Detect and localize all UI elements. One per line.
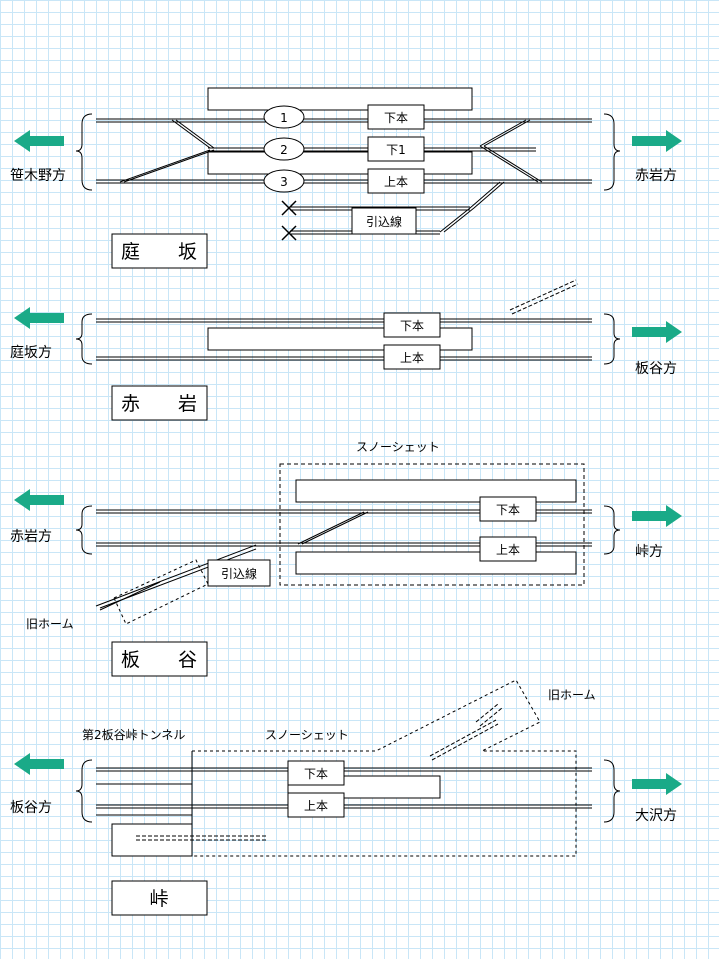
platform-label: 下本 <box>384 111 408 125</box>
right-arrow-icon <box>632 773 682 795</box>
platform-label: 下1 <box>386 143 406 157</box>
station-name-box: 庭 坂 <box>111 233 208 269</box>
platform-label: 上本 <box>384 175 408 189</box>
section-itaya: 赤岩方 峠方 スノーシェット 旧ホーム 下本 上本 <box>10 440 682 677</box>
snowshed-outline <box>192 679 577 857</box>
station-name: 庭 坂 <box>121 241 197 263</box>
platform-label-box: 下1 <box>367 136 425 162</box>
track-number-label: 1 <box>280 111 288 125</box>
station-name: 峠 <box>149 888 168 910</box>
right-arrow-icon <box>632 130 682 152</box>
track-number-label: 2 <box>280 143 288 157</box>
old-platform-label: 旧ホーム <box>548 688 596 702</box>
right-arrow-icon <box>632 321 682 343</box>
top-platform <box>207 87 473 111</box>
crossovers <box>119 119 543 233</box>
platform-label: 上本 <box>304 799 328 813</box>
snowshed-outline <box>279 463 585 586</box>
track-end-marks <box>281 200 297 241</box>
old-platform-outline <box>113 559 209 625</box>
removed-track-dashed <box>509 279 579 315</box>
station-name-box: 峠 <box>111 880 208 916</box>
platform-label-box: 下本 <box>479 496 537 522</box>
right-direction-label: 赤岩方 <box>635 168 677 184</box>
section-toge: 板谷方 大沢方 第2板谷峠トンネル スノーシェット 旧ホーム 下本 <box>10 679 682 916</box>
left-brace <box>75 113 93 191</box>
platform-label-box: 下本 <box>383 312 441 338</box>
siding-label-box: 引込線 <box>207 559 271 587</box>
down-main-track <box>96 318 592 323</box>
platform-label: 上本 <box>496 543 520 557</box>
left-brace <box>75 313 93 365</box>
right-direction-label: 峠方 <box>635 544 663 560</box>
right-arrow-icon <box>632 505 682 527</box>
platform-label: 上本 <box>400 351 424 365</box>
right-brace <box>603 113 621 191</box>
crossover <box>297 511 369 545</box>
platform-label: 下本 <box>496 503 520 517</box>
platform-label-box: 上本 <box>287 792 345 818</box>
left-arrow-icon <box>14 753 64 775</box>
section-akaiwa: 庭坂方 板谷方 下本 上本 赤 岩 <box>10 279 682 421</box>
removed-track-dashed <box>136 703 503 841</box>
siding-label: 引込線 <box>366 214 402 229</box>
left-arrow-icon <box>14 307 64 329</box>
left-direction-label: 板谷方 <box>10 800 52 816</box>
right-direction-label: 板谷方 <box>635 361 677 377</box>
siding-label-box: 引込線 <box>351 207 417 235</box>
platform-label-box: 上本 <box>383 344 441 370</box>
right-brace <box>603 313 621 365</box>
left-direction-label: 笹木野方 <box>10 168 66 184</box>
left-brace <box>75 759 93 823</box>
station-name: 赤 岩 <box>121 393 197 415</box>
old-platform-label: 旧ホーム <box>26 617 74 631</box>
track-number-1: 1 <box>263 105 305 129</box>
platform-label-box: 上本 <box>479 536 537 562</box>
right-brace <box>603 759 621 823</box>
siding-track <box>95 544 257 611</box>
tunnel-label: 第2板谷峠トンネル <box>82 727 185 742</box>
left-brace <box>75 505 93 555</box>
track-1 <box>96 118 592 123</box>
left-arrow-icon <box>14 489 64 511</box>
station-name-box: 赤 岩 <box>111 385 208 421</box>
station-name: 板 谷 <box>121 649 197 671</box>
track-3 <box>96 179 592 184</box>
right-direction-label: 大沢方 <box>635 808 677 824</box>
track-number-3: 3 <box>263 169 305 193</box>
left-direction-label: 赤岩方 <box>10 529 52 545</box>
section-niwasaka: 笹木野方 赤岩方 1 <box>10 87 682 269</box>
snowshed-label: スノーシェット <box>356 440 440 454</box>
middle-platform <box>207 151 473 175</box>
platform-label-box: 下本 <box>367 104 425 130</box>
platform-label-box: 下本 <box>287 760 345 786</box>
left-arrow-icon <box>14 130 64 152</box>
station-name-box: 板 谷 <box>111 641 208 677</box>
platform-label: 下本 <box>304 767 328 781</box>
up-main-track <box>96 356 592 361</box>
track-number-label: 3 <box>280 175 288 189</box>
track-number-2: 2 <box>263 137 305 161</box>
right-brace <box>603 505 621 555</box>
platform-label: 下本 <box>400 319 424 333</box>
siding-label: 引込線 <box>221 566 257 581</box>
platform-label-box: 上本 <box>367 168 425 194</box>
tunnel-track-lines <box>96 783 192 816</box>
snowshed-label: スノーシェット <box>265 728 349 742</box>
left-direction-label: 庭坂方 <box>10 344 52 361</box>
